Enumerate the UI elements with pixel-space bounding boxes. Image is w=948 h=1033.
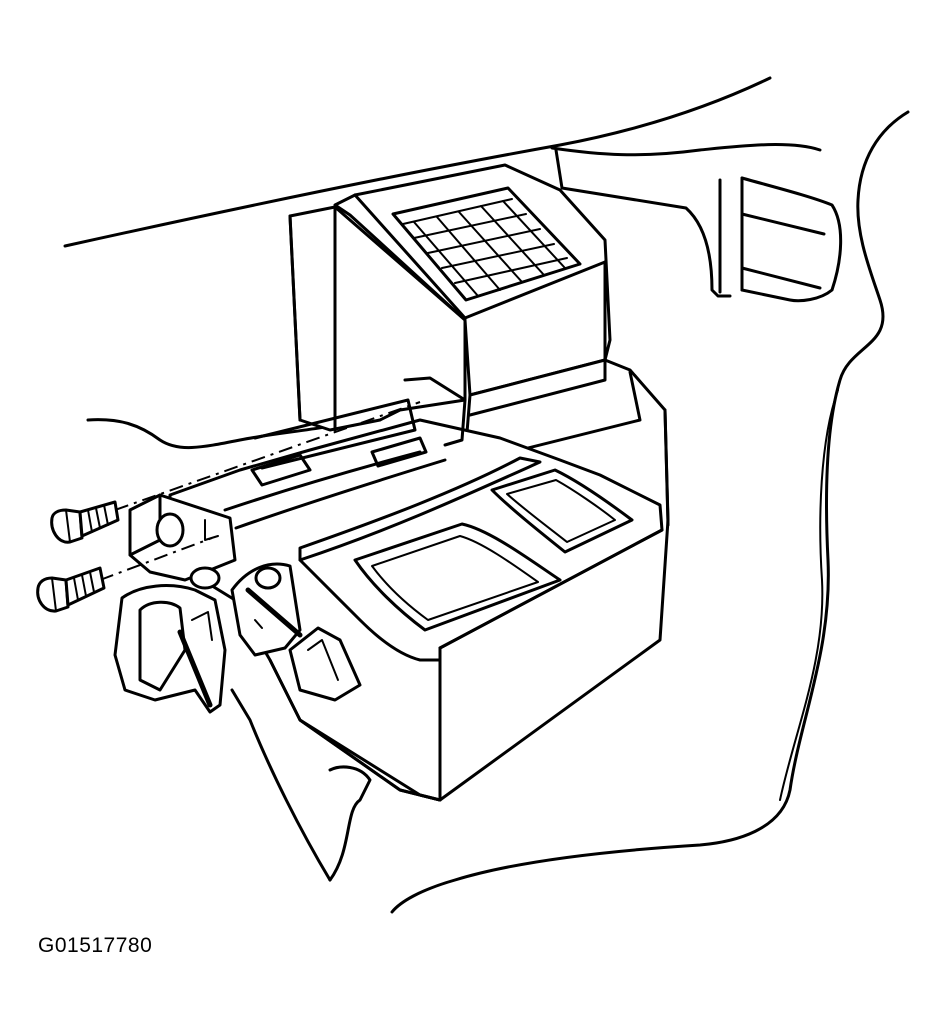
filter-grille: [402, 198, 568, 297]
tray-front-face: [230, 558, 442, 882]
upper-screw: [50, 500, 120, 544]
tray-cutouts: [353, 468, 634, 632]
retainer-clip-center: [189, 562, 303, 657]
retainer-clip-right: [288, 626, 362, 702]
instrument-panel-outline: [63, 76, 910, 914]
wire-harness: [86, 418, 362, 449]
figure-code: G01517780: [38, 934, 153, 957]
retainer-clip-left: [113, 584, 227, 714]
duct-connection: [554, 148, 843, 303]
lower-screw: [36, 566, 106, 613]
mounting-screws: [36, 401, 421, 613]
